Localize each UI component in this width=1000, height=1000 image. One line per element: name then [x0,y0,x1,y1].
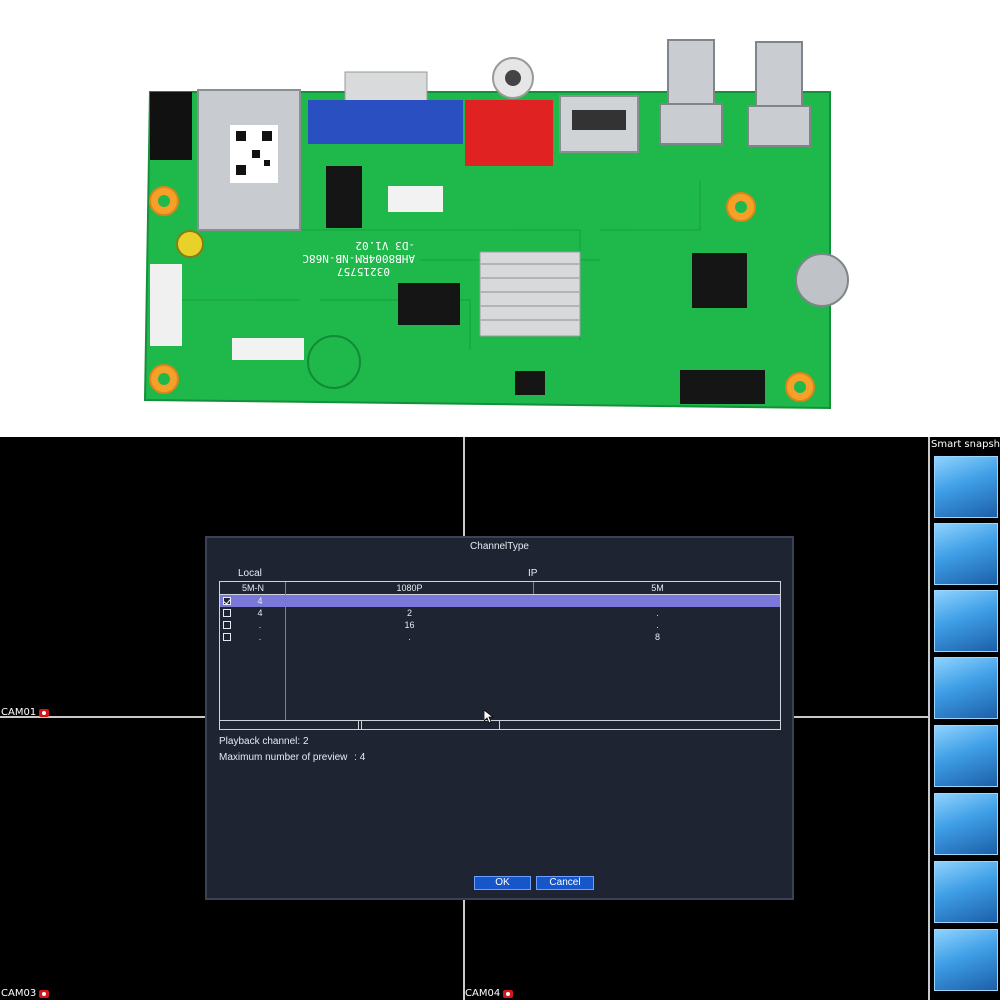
snapshot-panel-title: Smart snapshc [931,439,1000,450]
column-divider [533,582,534,594]
scrollbar-thumb-edge [358,721,359,729]
cell-5m: . [656,608,659,618]
record-icon [503,989,514,998]
cell-5m-n: . [258,620,262,630]
cell-1080p: . [408,632,411,642]
cell-1080p [286,595,533,607]
max-preview-value: : 4 [354,752,366,763]
mouse-cursor-icon [484,710,494,724]
group-label-local: Local [238,568,262,579]
table-row[interactable]: . . 8 [220,631,780,643]
table-row[interactable]: 4 2 . [220,607,780,619]
column-header-5m-n: 5M-N [242,583,264,593]
table-row[interactable]: . 16 . [220,619,780,631]
cell-5m-n: 4 [257,596,263,606]
column-header-5m: 5M [651,583,664,593]
dvr-live-view: CAM01 CAM03 CAM04 Smart snapshc ChannelT… [0,437,1000,1000]
max-preview-label: Maximum number of preview [219,752,348,763]
snapshot-thumbnail[interactable] [934,657,998,719]
scrollbar-thumb-edge [499,721,500,729]
record-icon [39,989,50,998]
camera-divider-panel [928,437,930,1000]
cam04-text: CAM04 [465,988,501,999]
row-checkbox[interactable] [223,609,231,617]
column-divider [285,582,286,720]
column-header-1080p: 1080P [396,583,423,593]
cancel-button[interactable]: Cancel [536,876,594,890]
snapshot-thumbnail[interactable] [934,456,998,518]
smart-snapshot-panel: Smart snapshc [930,437,1000,1000]
cell-5m [533,595,782,607]
product-photo: AHB8004RM-NB-N68C -D3 V1.02 03215757 [0,0,1000,437]
row-checkbox[interactable] [223,633,231,641]
board-code: 03215757 [337,265,390,278]
board-model-line1: AHB8004RM-NB-N68C [302,252,415,265]
cam03-text: CAM03 [1,988,37,999]
camera-label-cam01: CAM01 [1,707,50,718]
max-preview-info: Maximum number of preview : 4 [219,752,365,763]
cell-1080p: 2 [406,608,412,618]
snapshot-thumbnail[interactable] [934,523,998,585]
cam01-text: CAM01 [1,707,37,718]
horizontal-scrollbar[interactable] [220,720,780,729]
dvr-board-image: AHB8004RM-NB-N68C -D3 V1.02 03215757 [143,39,849,410]
snapshot-thumbnail[interactable] [934,929,998,991]
channel-type-table: 5M-N 1080P 5M 4 4 2 . . 16 . [219,581,781,730]
row-checkbox[interactable] [223,597,231,605]
row-checkbox[interactable] [223,621,231,629]
camera-label-cam04: CAM04 [465,988,514,999]
dialog-title: ChannelType [470,541,529,552]
cell-1080p: 16 [404,620,415,630]
snapshot-thumbnail[interactable] [934,590,998,652]
header-divider [220,594,780,595]
snapshot-thumbnail[interactable] [934,725,998,787]
ok-button[interactable]: OK [474,876,531,890]
cell-5m-n: 4 [257,608,263,618]
record-icon [39,708,50,717]
scrollbar-thumb-edge [361,721,362,729]
cell-5m: 8 [654,632,660,642]
playback-channel-info: Playback channel: 2 [219,736,309,747]
channel-type-dialog: ChannelType Local IP 5M-N 1080P 5M 4 4 2… [205,536,794,900]
camera-label-cam03: CAM03 [1,988,50,999]
group-label-ip: IP [528,568,538,579]
snapshot-thumbnail[interactable] [934,861,998,923]
table-row[interactable]: 4 [220,595,780,607]
snapshot-thumbnail[interactable] [934,793,998,855]
cell-5m-n: . [258,632,262,642]
cell-5m: . [656,620,659,630]
board-model-line2: -D3 V1.02 [355,239,415,252]
